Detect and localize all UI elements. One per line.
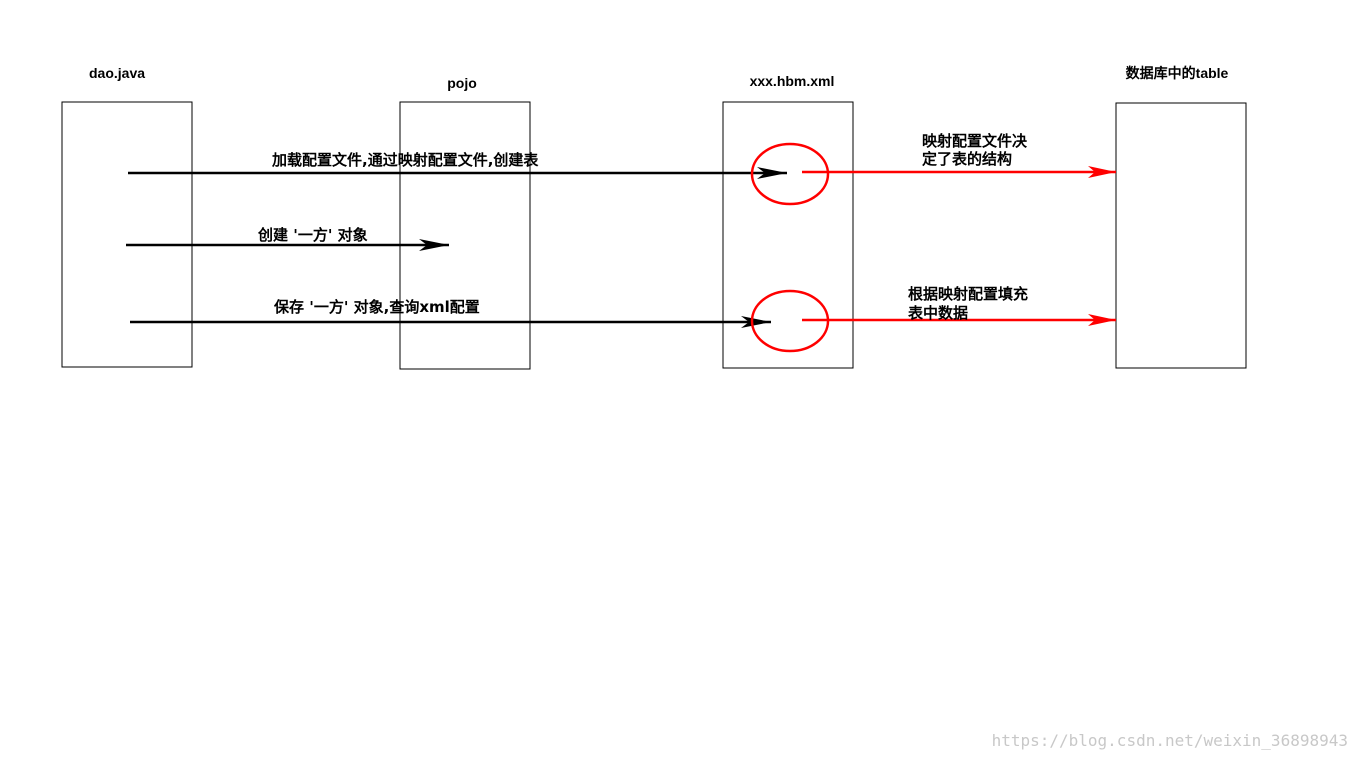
create-one-side-label: 创建 '一方' 对象	[257, 226, 368, 244]
save-one-side-label: 保存 '一方' 对象,查询xml配置	[273, 298, 480, 316]
pojo-box	[399, 101, 531, 370]
dao-java-label: dao.java	[89, 65, 145, 81]
dao-java-box	[61, 101, 193, 368]
mapping-circle-top	[750, 142, 830, 206]
mapping-structure-label-line1: 映射配置文件决	[922, 132, 1028, 150]
hbm-xml-box	[722, 101, 854, 369]
database-table-label: 数据库中的table	[1126, 65, 1229, 81]
database-table-box	[1115, 102, 1247, 369]
hbm-xml-label: xxx.hbm.xml	[750, 73, 835, 89]
mapping-fill-label-line2: 表中数据	[908, 304, 968, 322]
watermark-text: https://blog.csdn.net/weixin_36898943	[992, 731, 1348, 750]
load-config-label: 加载配置文件,通过映射配置文件,创建表	[271, 151, 539, 169]
mapping-fill-label-line1: 根据映射配置填充	[908, 285, 1028, 303]
mapping-structure-label-line2: 定了表的结构	[922, 150, 1012, 168]
pojo-label: pojo	[447, 75, 477, 91]
